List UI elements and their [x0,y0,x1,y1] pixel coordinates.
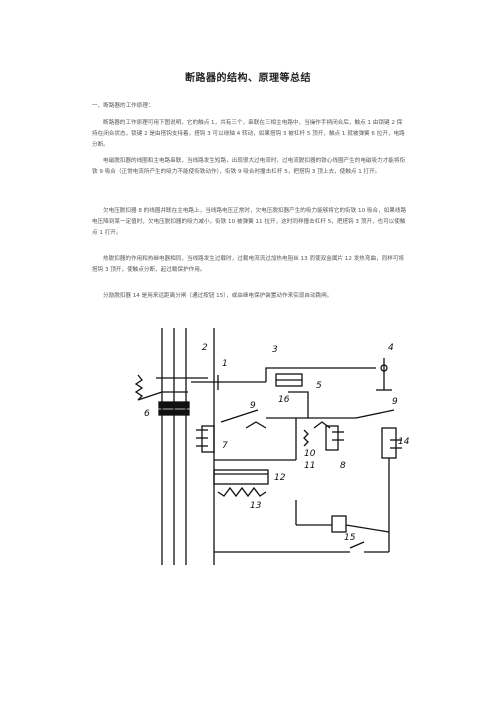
paragraph-3: 欠电压脱扣器 8 的线圈并联在主电路上，当线路电压正常时，欠电压脱扣器产生的吸力… [92,208,407,236]
label-10: 10 [304,449,316,459]
label-12: 12 [274,473,286,483]
section-heading: 一、断路器的工作原理： [92,103,154,109]
label-1: 1 [222,359,228,369]
label-2: 2 [202,343,208,353]
paragraph-2: 电磁脱扣器的线圈和主电路串联，当线路发生短路，出现很大过电流时，过电流脱扣器的铁… [92,158,406,175]
label-16: 16 [278,395,290,405]
label-5: 5 [316,381,322,391]
shunt-release [381,427,402,532]
contact-block-16 [275,373,303,387]
label-9-right: 9 [392,397,398,407]
overcurrent-release [196,409,267,453]
lock-key [191,375,266,390]
paragraph-5: 分励脱扣器 14 是用来远距离分闸（通过按钮 15），或由继电保护装置动作来实现… [103,293,333,299]
label-9-left: 9 [250,401,256,411]
paragraph-1: 断路器的工作原理可用下图说明，它的触点 1，共有三个，串联在三相主电路中，当操作… [92,120,405,148]
circuit-breaker-diagram: 1 2 3 4 5 6 7 8 9 9 10 11 12 13 14 15 16 [126,320,416,565]
document-title: 断路器的结构、原理等总结 [185,73,311,84]
hook-and-pivot [265,358,392,391]
label-7: 7 [222,441,228,451]
label-13: 13 [250,501,262,511]
label-8: 8 [340,461,346,471]
label-6: 6 [144,409,150,419]
main-contacts [156,377,208,416]
label-4: 4 [388,343,394,353]
undervoltage-release [303,409,395,451]
spring-6 [134,374,163,401]
paragraph-4: 热脱扣器的作用和热继电器相同，当线路发生过载时，过载电流流过加热电阻丝 13 而… [92,256,405,273]
lever [266,391,356,419]
push-button-circuit [214,500,390,553]
thermal-release [213,418,297,498]
label-15: 15 [344,533,356,543]
label-3: 3 [272,345,278,355]
label-14: 14 [398,437,410,447]
label-11: 11 [304,461,315,471]
diagram-labels: 1 2 3 4 5 6 7 8 9 9 10 11 12 13 14 15 16 [144,343,410,543]
